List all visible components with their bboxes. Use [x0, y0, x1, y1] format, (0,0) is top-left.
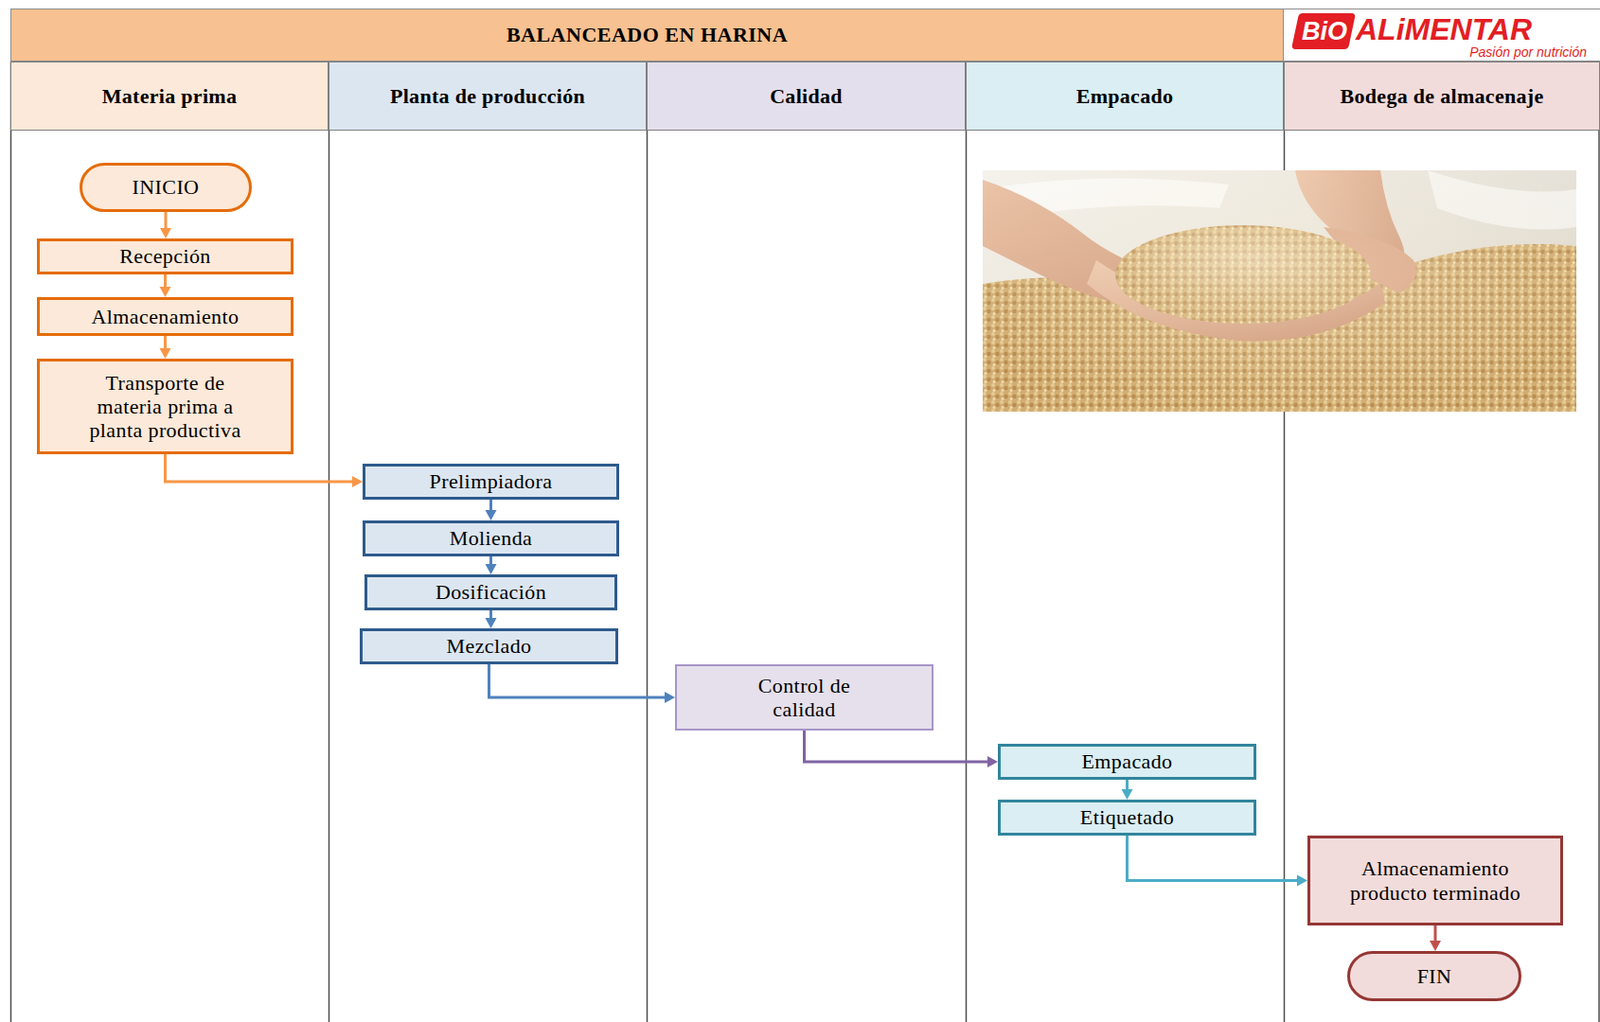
swimlane: CalidadControl de calidad — [646, 61, 966, 1022]
logo-text: BiO — [1297, 15, 1352, 48]
arrowhead — [485, 618, 498, 629]
swimlane: Bodega de almacenajeAlmacenamiento produ… — [1283, 61, 1600, 1022]
connector-line — [489, 664, 666, 698]
node-label: Empacado — [1075, 749, 1178, 774]
connector-line — [1125, 780, 1129, 790]
node-label: Etiquetado — [1074, 805, 1180, 830]
connector — [165, 454, 364, 488]
connector-line — [164, 212, 168, 229]
node-label: Transporte de materia prima a planta pro… — [65, 371, 267, 444]
process-box: Almacenamiento producto terminado — [1307, 835, 1564, 926]
process-box: Control de calidad — [675, 664, 934, 731]
arrowhead — [1297, 875, 1308, 888]
lane-header: Bodega de almacenaje — [1283, 61, 1600, 131]
lane-header: Empacado — [965, 61, 1284, 131]
process-box: Dosificación — [364, 574, 618, 611]
process-box: Transporte de materia prima a planta pro… — [36, 358, 294, 455]
connector — [485, 499, 498, 521]
process-box: Empacado — [997, 744, 1257, 781]
connector-line — [1434, 925, 1438, 942]
arrowhead — [160, 286, 172, 298]
arrowhead — [1429, 941, 1441, 952]
node-label: FIN — [1411, 964, 1458, 989]
swimlane: EmpacadoEmpacadoEtiquetado — [965, 61, 1284, 1022]
terminator: INICIO — [79, 162, 252, 213]
node-label: Recepción — [113, 244, 216, 268]
swimlane: Materia primaINICIO RecepciónAlmacenamien… — [10, 61, 329, 1022]
connector — [160, 336, 172, 359]
lane-divider — [965, 61, 968, 1022]
process-box: Etiquetado — [997, 800, 1257, 836]
connector-line — [163, 336, 167, 349]
lane-divider — [328, 61, 331, 1022]
arrowhead — [485, 564, 498, 575]
connector — [485, 556, 498, 575]
lane-header: Materia prima — [10, 61, 329, 131]
arrowhead — [160, 348, 172, 359]
title-bar: BALANCEADO EN HARINA — [10, 8, 1284, 62]
connector-line — [489, 556, 493, 565]
lane-header: Planta de producción — [328, 61, 647, 131]
connector-line — [1127, 835, 1298, 882]
node-label: Molienda — [444, 526, 539, 551]
node-label: Dosificación — [429, 580, 552, 605]
process-box: Prelimpiadora — [362, 463, 620, 500]
connector-line — [163, 274, 167, 287]
process-box: Recepción — [36, 238, 294, 275]
connector — [1121, 780, 1134, 800]
node-label: INICIO — [126, 175, 206, 199]
node-label: Almacenamiento producto terminado — [1330, 856, 1541, 906]
node-label: Prelimpiadora — [424, 469, 559, 494]
node-label: Control de calidad — [732, 674, 877, 723]
terminator: FIN — [1347, 951, 1522, 1002]
swimlane: Planta de producciónPrelimpiadoraMoliend… — [328, 61, 647, 1022]
process-box: Almacenamiento — [36, 297, 294, 337]
lane-divider — [10, 61, 13, 1022]
connector — [485, 610, 498, 629]
arrowhead — [987, 756, 998, 768]
feed-photo — [982, 170, 1577, 412]
connector-line — [165, 454, 354, 482]
title: BALANCEADO EN HARINA — [506, 22, 788, 48]
process-box: Molienda — [362, 520, 620, 557]
connector — [160, 274, 172, 298]
connector — [1127, 835, 1309, 888]
logo-text: ALiMENTAR — [1355, 12, 1532, 47]
arrowhead — [352, 476, 363, 488]
arrowhead — [160, 228, 172, 239]
lane-divider — [646, 61, 649, 1022]
arrowhead — [485, 510, 498, 521]
arrowhead — [1121, 789, 1134, 800]
connector-line — [489, 610, 493, 619]
connector-line — [804, 730, 989, 763]
connector — [1429, 925, 1441, 952]
connector-line — [489, 499, 493, 511]
node-label: Almacenamiento — [86, 304, 246, 329]
process-box: Mezclado — [359, 628, 619, 665]
connector — [804, 730, 999, 768]
logo: BiO ALiMENTAR Pasión por nutrición — [1283, 8, 1600, 62]
lane-divider — [1598, 61, 1600, 1022]
connector — [489, 664, 676, 704]
connector — [160, 212, 172, 239]
node-label: Mezclado — [441, 634, 538, 658]
arrowhead — [664, 692, 676, 704]
lane-header: Calidad — [646, 61, 966, 131]
logo-tagline: Pasión por nutrición — [1469, 44, 1587, 60]
